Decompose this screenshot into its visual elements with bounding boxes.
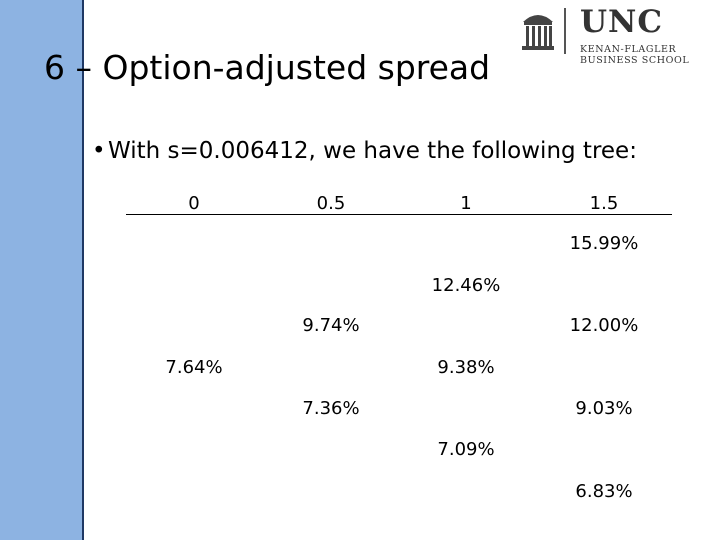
bullet-point: •With s=0.006412, we have the following … [92, 135, 637, 167]
tree-header-rule [126, 214, 672, 215]
tree-node-rate: 7.36% [302, 398, 360, 419]
tree-node-rate: 7.09% [437, 439, 495, 460]
tree-header-time: 0 [188, 193, 200, 214]
old-well-icon [522, 15, 554, 50]
tree-header-time: 1 [460, 193, 472, 214]
tree-node-rate: 9.03% [575, 398, 633, 419]
tree-header-time: 1.5 [589, 193, 619, 214]
logo-subtitle-line-1: KENAN-FLAGLER [580, 44, 677, 55]
slide-title: 6 – Option-adjusted spread [44, 48, 491, 87]
logo-divider [564, 8, 566, 54]
slide-sidebar-bar [0, 0, 84, 540]
tree-node-rate: 6.83% [575, 481, 633, 502]
tree-node-rate: 7.64% [165, 357, 223, 378]
tree-node-rate: 12.00% [569, 315, 639, 336]
tree-node-rate: 9.74% [302, 315, 360, 336]
tree-node-rate: 15.99% [569, 233, 639, 254]
logo-wordmark: UNC [580, 4, 664, 40]
logo-subtitle-line-2: BUSINESS SCHOOL [580, 55, 690, 66]
bullet-icon: • [92, 138, 106, 164]
tree-header-time: 0.5 [316, 193, 346, 214]
tree-node-rate: 12.46% [431, 275, 501, 296]
tree-node-rate: 9.38% [437, 357, 495, 378]
unc-kenan-flagler-logo: UNC KENAN-FLAGLER BUSINESS SCHOOL [520, 4, 710, 66]
bullet-text: With s=0.006412, we have the following t… [108, 138, 637, 164]
